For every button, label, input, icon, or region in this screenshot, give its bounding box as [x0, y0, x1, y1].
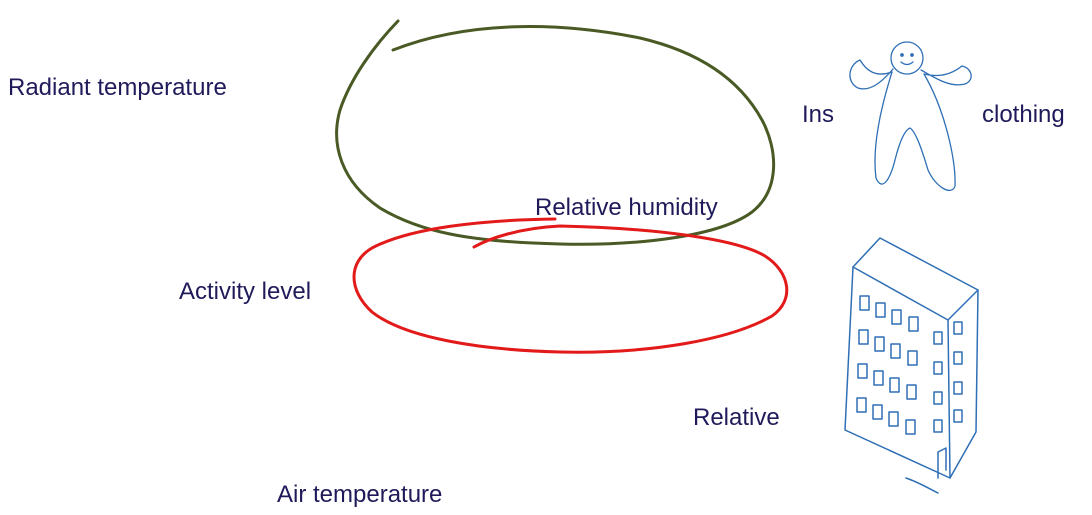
- air-temperature-label: Air temperature: [277, 481, 443, 508]
- radiant-temperature-label: Radiant temperature: [8, 74, 227, 101]
- green-loop: [335, 19, 776, 246]
- red-loop: [352, 217, 789, 354]
- insulation-label-right: clothing: [982, 101, 1065, 128]
- waving-person-icon: [849, 41, 972, 191]
- activity-level-label: Activity level: [179, 278, 312, 305]
- insulation-label-left: Ins: [802, 101, 835, 128]
- relative-humidity-label: Relative humidity: [535, 194, 718, 221]
- building-icon: [844, 237, 979, 494]
- relative-partial-label: Relative: [693, 404, 780, 431]
